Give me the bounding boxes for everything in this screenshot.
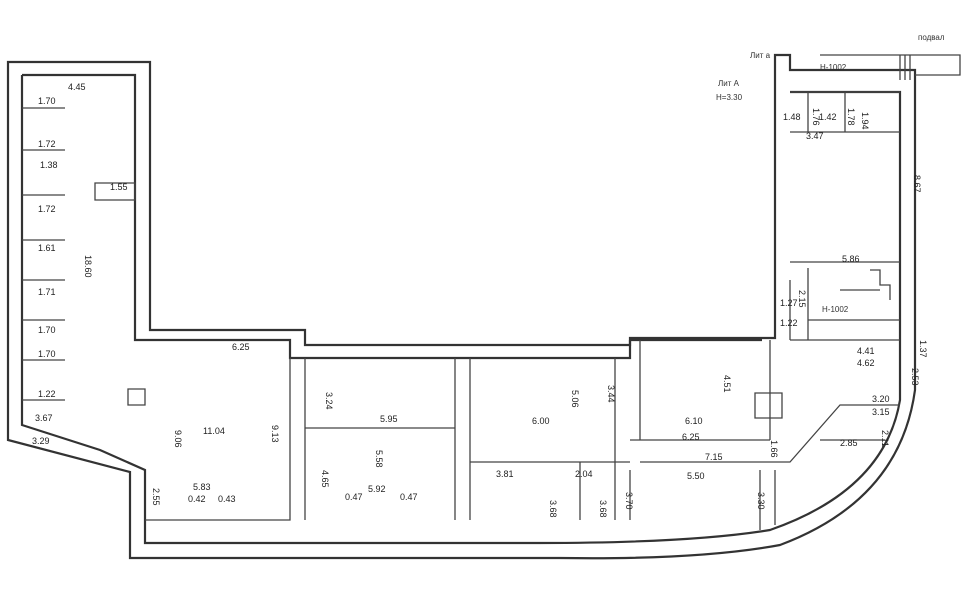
dimension-label: 1.22 (780, 318, 798, 328)
dimension-label: 1.61 (38, 243, 56, 253)
lit-a-upper-label: Лит А (718, 79, 740, 88)
dimension-label: 3.47 (806, 131, 824, 141)
dimension-label: 1.38 (40, 160, 58, 170)
dimension-label: 1.72 (38, 204, 56, 214)
dimension-label: 3.29 (32, 436, 50, 446)
dimension-labels: 4.45 1.70 1.72 1.38 1.72 1.61 1.71 1.70 1.70 1.22… (32, 82, 928, 518)
dimension-label: 1.37 (918, 340, 928, 358)
dimension-label: 5.06 (570, 390, 580, 408)
dimension-label: 3.70 (624, 492, 634, 510)
dimension-label: 8.67 (912, 175, 922, 193)
dimension-label: 3.20 (872, 394, 890, 404)
dimension-label: 0.47 (400, 492, 418, 502)
dimension-label: 5.83 (193, 482, 211, 492)
dimension-label: 3.30 (756, 492, 766, 510)
dimension-label: 1.76 (811, 108, 821, 126)
dimension-label: 2.55 (151, 488, 161, 506)
mark-stair-label: Н-1002 (822, 305, 849, 314)
dimension-label: 3.44 (606, 385, 616, 403)
dimension-label: 6.25 (682, 432, 700, 442)
dimension-label: 3.68 (548, 500, 558, 518)
dimension-label: 3.68 (598, 500, 608, 518)
dimension-label: 4.51 (722, 375, 732, 393)
dimension-label: 2.15 (797, 290, 807, 308)
dimension-label: 4.62 (857, 358, 875, 368)
height-label: Н=3.30 (716, 93, 743, 102)
dimension-label: 18.60 (83, 255, 93, 278)
dimension-label: 1.71 (38, 287, 56, 297)
dimension-label: 1.70 (38, 96, 56, 106)
dimension-label: 0.47 (345, 492, 363, 502)
dimension-label: 3.15 (872, 407, 890, 417)
dimension-label: 1.48 (783, 112, 801, 122)
dimension-label: 1.72 (38, 139, 56, 149)
dimension-label: 3.67 (35, 413, 53, 423)
dimension-label: 6.10 (685, 416, 703, 426)
basement-label: подвал (918, 33, 945, 42)
mark-top-label: Н-1002 (820, 63, 847, 72)
dimension-label: 9.13 (270, 425, 280, 443)
dimension-label: 1.78 (846, 108, 856, 126)
dimension-label: 1.27 (780, 298, 798, 308)
dimension-label: 1.55 (110, 182, 128, 192)
dimension-label: 9.06 (173, 430, 183, 448)
dimension-label: 1.22 (38, 389, 56, 399)
dimension-label: 5.92 (368, 484, 386, 494)
outer-wall (6, 53, 917, 560)
partitions (22, 54, 961, 530)
dimension-label: 4.41 (857, 346, 875, 356)
dimension-label: 2.85 (840, 438, 858, 448)
dimension-label: 1.42 (819, 112, 837, 122)
dimension-label: 5.95 (380, 414, 398, 424)
dimension-label: 2.04 (575, 469, 593, 479)
dimension-label: 1.66 (769, 440, 779, 458)
inner-wall (20, 73, 902, 545)
lit-a-lower-label: Лит а (750, 51, 771, 60)
dimension-label: 1.94 (860, 112, 870, 130)
dimension-label: 1.70 (38, 325, 56, 335)
dimension-label: 5.50 (687, 471, 705, 481)
dimension-label: 2.53 (910, 368, 920, 386)
dimension-label: 4.45 (68, 82, 86, 92)
dimension-label: 5.86 (842, 254, 860, 264)
dimension-label: 5.58 (374, 450, 384, 468)
dimension-label: 3.24 (324, 392, 334, 410)
dimension-label: 0.42 (188, 494, 206, 504)
dimension-label: 4.65 (320, 470, 330, 488)
dimension-label: 2.11 (880, 430, 890, 447)
dimension-label: 7.15 (705, 452, 723, 462)
dimension-label: 3.81 (496, 469, 514, 479)
dimension-label: 0.43 (218, 494, 236, 504)
dimension-label: 1.70 (38, 349, 56, 359)
dimension-label: 6.25 (232, 342, 250, 352)
dimension-label: 6.00 (532, 416, 550, 426)
dimension-label: 11.04 (203, 426, 225, 436)
